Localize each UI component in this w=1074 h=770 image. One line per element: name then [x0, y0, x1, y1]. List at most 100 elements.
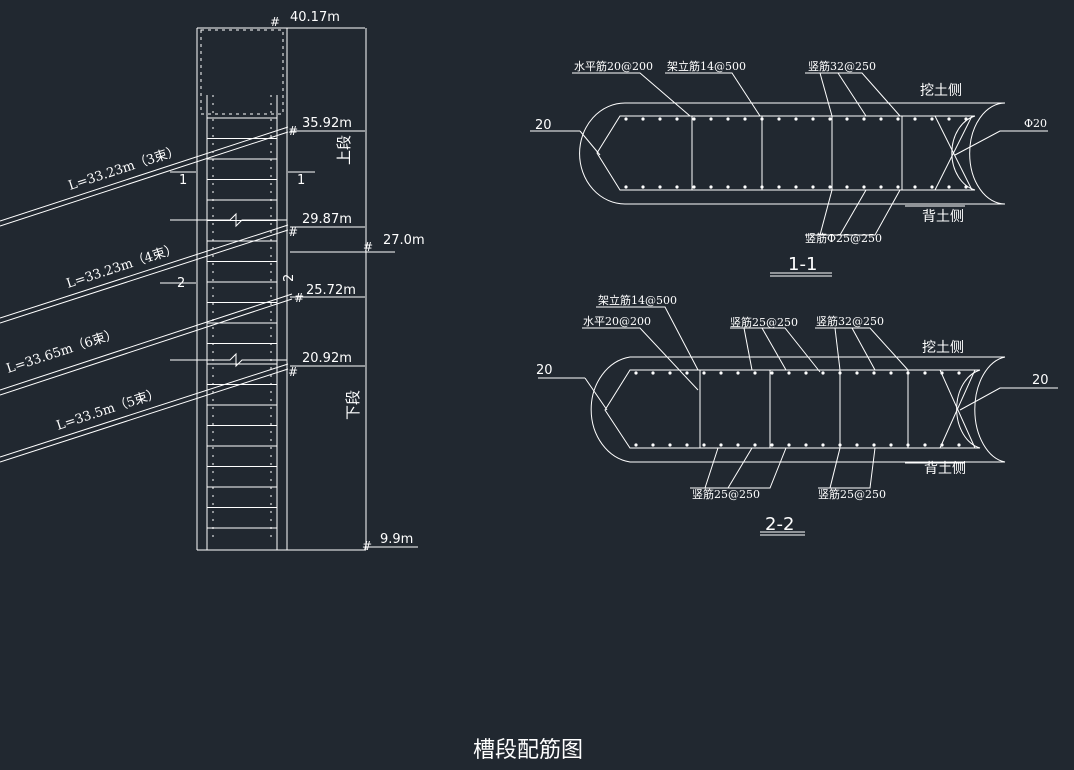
svg-text:#: #	[362, 539, 372, 553]
rebar-dot	[753, 443, 757, 447]
elevation-25-72: 25.72m	[306, 283, 356, 298]
rebar-dot	[872, 443, 876, 447]
rebar-dot	[641, 185, 645, 189]
s2-vertical-bar-bottom-left-label: 竖筋25@250	[692, 487, 760, 501]
rebar-dots	[624, 117, 968, 447]
rebar-dot	[634, 371, 638, 375]
rebar-dot	[821, 443, 825, 447]
rebar-dot	[913, 185, 917, 189]
rebar-dot	[957, 371, 961, 375]
rebar-dot	[930, 117, 934, 121]
rebar-dot	[743, 185, 747, 189]
section-mark-1-left: 1	[179, 173, 187, 188]
s2-excavation-side-label: 挖土侧	[922, 340, 964, 356]
rebar-dot	[685, 443, 689, 447]
rebar-dot	[828, 117, 832, 121]
anchor-2-label: L=33.23m（4束）	[65, 242, 180, 292]
rebar-dot	[685, 371, 689, 375]
anchor-4: L=33.5m（5束）	[0, 363, 289, 463]
elevation-20-92: 20.92m	[302, 351, 352, 366]
rebar-dot	[770, 443, 774, 447]
s1-frame-bar-label: 架立筋14@500	[667, 59, 746, 73]
rebar-dot	[794, 185, 798, 189]
rebar-dot	[787, 443, 791, 447]
rebar-dot	[940, 443, 944, 447]
rebar-dot	[845, 117, 849, 121]
rebar-dot	[777, 117, 781, 121]
rebar-dot	[838, 443, 842, 447]
svg-text:#: #	[288, 225, 298, 239]
segment-upper-label: 上段	[335, 135, 353, 165]
rebar-dot	[692, 117, 696, 121]
rebar-dot	[736, 443, 740, 447]
rebar-dot	[804, 443, 808, 447]
rebar-dot	[760, 185, 764, 189]
rebar-dot	[947, 185, 951, 189]
elevation-view: # 40.17m # 35.92m # 29.87m # 27.0m # 25.…	[0, 10, 425, 553]
rebar-dot	[760, 117, 764, 121]
rebar-dot	[624, 185, 628, 189]
segment-lower-label: 下段	[344, 390, 362, 420]
rebar-dot	[855, 371, 859, 375]
rebar-dot	[726, 185, 730, 189]
elevation-27-0: 27.0m	[383, 233, 425, 248]
elevation-40-17: 40.17m	[290, 10, 340, 25]
s2-title: 2-2	[765, 514, 794, 535]
s2-vertical-bar-bottom-right-label: 竖筋25@250	[818, 487, 886, 501]
rebar-dot	[855, 443, 859, 447]
rebar-dot	[651, 371, 655, 375]
s1-vertical-bar-top-label: 竖筋32@250	[808, 59, 876, 73]
s2-vertical-bar-top-left-label: 竖筋25@250	[730, 315, 798, 329]
rebar-dot	[658, 185, 662, 189]
rebar-dot	[845, 185, 849, 189]
anchor-2: L=33.23m（4束）	[0, 224, 289, 324]
s2-horizontal-bar-label: 水平20@200	[583, 315, 651, 328]
rebar-dot	[940, 371, 944, 375]
elevation-mark-35: # 35.92m	[288, 116, 365, 138]
s1-phi20-label: Φ20	[1024, 117, 1047, 130]
rebar-dot	[794, 117, 798, 121]
rebar-dot	[879, 185, 883, 189]
rebar-dot	[913, 117, 917, 121]
rebar-dot	[957, 443, 961, 447]
s1-vertical-bar-bottom-label: 竖筋Φ25@250	[805, 231, 882, 245]
elevation-mark-27: # 27.0m	[290, 233, 425, 254]
anchor-1-label: L=33.23m（3束）	[67, 144, 182, 194]
rebar-dot	[702, 371, 706, 375]
rebar-dot	[906, 371, 910, 375]
rebar-dot	[658, 117, 662, 121]
svg-text:#: #	[363, 240, 373, 254]
s2-dim-20-right-label: 20	[1032, 373, 1049, 388]
rebar-dot	[709, 117, 713, 121]
elevation-mark-25: # 25.72m	[290, 283, 365, 305]
s2-dim-20-left-label: 20	[536, 363, 553, 378]
section-mark-2-left: 2	[177, 276, 185, 291]
rebar-dot	[777, 185, 781, 189]
section-2-2: 架立筋14@500 水平20@200 竖筋25@250 竖筋32@250 挖土侧…	[536, 293, 1058, 536]
section-1-1: 水平筋20@200 架立筋14@500 竖筋32@250 挖土侧 Φ20 20 …	[530, 59, 1048, 277]
rebar-dot	[923, 443, 927, 447]
stirrup-rungs	[207, 117, 277, 529]
rebar-dot	[770, 371, 774, 375]
rebar-dot	[736, 371, 740, 375]
rebar-dot	[709, 185, 713, 189]
rebar-dot	[753, 371, 757, 375]
svg-text:#: #	[270, 15, 280, 29]
rebar-dot	[641, 117, 645, 121]
rebar-dot	[811, 185, 815, 189]
rebar-dot	[811, 117, 815, 121]
rebar-dot	[719, 443, 723, 447]
rebar-dot	[651, 443, 655, 447]
rebar-dot	[624, 117, 628, 121]
s1-dim-20-label: 20	[535, 118, 552, 133]
rebar-dot	[828, 185, 832, 189]
rebar-dot	[889, 443, 893, 447]
s1-title: 1-1	[788, 254, 817, 275]
s1-back-soil-side-label: 背土侧	[922, 209, 964, 225]
rebar-dot	[692, 185, 696, 189]
rebar-dot	[896, 117, 900, 121]
rebar-dot	[726, 117, 730, 121]
rebar-dot	[675, 117, 679, 121]
rebar-dot	[930, 185, 934, 189]
